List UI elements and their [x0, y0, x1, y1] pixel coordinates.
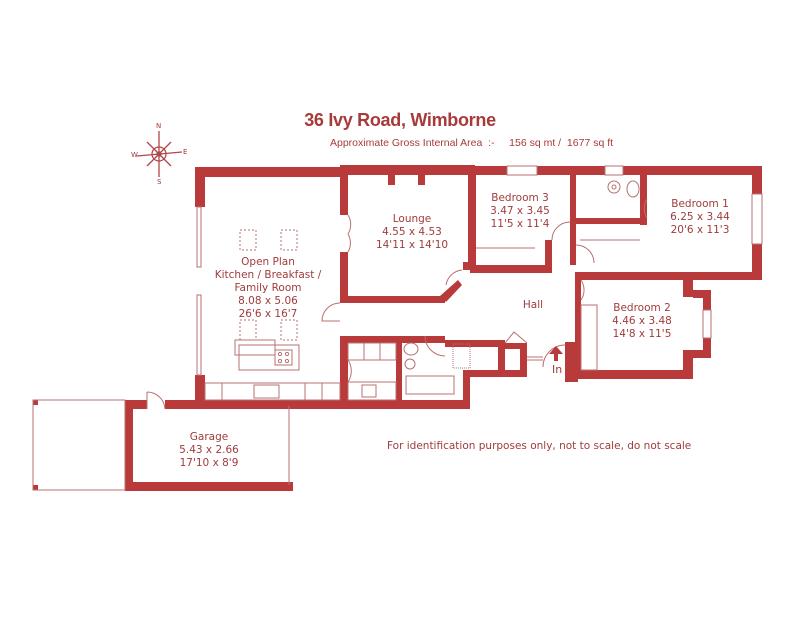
room-lounge-label: Lounge 4.55 x 4.53 14'11 x 14'10: [375, 213, 449, 251]
disclaimer: For identification purposes only, not to…: [387, 440, 692, 452]
compass-south: S: [157, 178, 162, 186]
compass-north: N: [156, 122, 162, 130]
room-garage-label: Garage 5.43 x 2.66 17'10 x 8'9: [179, 431, 239, 469]
walls: [33, 165, 762, 491]
arrow-up-icon: [549, 346, 563, 361]
gross-internal-area: Approximate Gross Internal Area :- 156 s…: [330, 137, 614, 149]
room-bedroom2-label: Bedroom 2 4.46 x 3.48 14'8 x 11'5: [612, 302, 672, 340]
entrance-label: In: [552, 363, 563, 376]
compass-east: E: [183, 148, 188, 156]
room-bedroom3-label: Bedroom 3 3.47 x 3.45 11'5 x 11'4: [490, 192, 550, 230]
room-kitchen-label: Open Plan Kitchen / Breakfast / Family R…: [214, 256, 322, 320]
room-bedroom1-label: Bedroom 1 6.25 x 3.44 20'6 x 11'3: [670, 198, 730, 236]
page-title: 36 Ivy Road, Wimborne: [304, 110, 496, 130]
room-hall-label: Hall: [522, 299, 544, 311]
fixtures: [32, 165, 763, 491]
compass-west: W: [131, 151, 138, 159]
